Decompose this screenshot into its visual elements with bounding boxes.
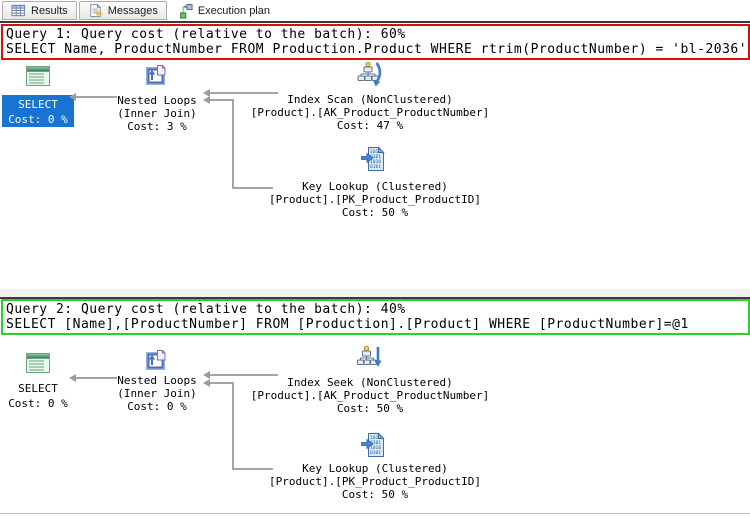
tabbar-divider xyxy=(0,21,750,23)
query2-header-box[interactable]: Query 2: Query cost (relative to the bat… xyxy=(1,299,750,335)
tab-bar: Results Messages xyxy=(0,0,750,21)
svg-text:1010: 1010 xyxy=(370,435,381,441)
svg-text:0101: 0101 xyxy=(370,450,381,456)
nested-loops-node[interactable]: Nested Loops (Inner Join) Cost: 0 % xyxy=(92,374,222,413)
node-object: [Product].[AK_Product_ProductNumber] xyxy=(250,106,490,119)
query1-header-box[interactable]: Query 1: Query cost (relative to the bat… xyxy=(1,24,750,60)
select-node-label[interactable]: SELECT Cost: 0 % xyxy=(2,381,74,411)
result-set-icon[interactable] xyxy=(24,62,52,90)
arrowhead xyxy=(203,96,210,104)
tab-execution-plan[interactable]: Execution plan xyxy=(168,1,279,20)
select-node-label-selected[interactable]: SELECT Cost: 0 % xyxy=(2,95,74,127)
query1-sql-line: SELECT Name, ProductNumber FROM Producti… xyxy=(6,42,748,57)
index-seek-node[interactable]: Index Seek (NonClustered) [Product].[AK_… xyxy=(245,376,495,415)
node-object: [Product].[PK_Product_ProductID] xyxy=(269,193,481,206)
node-cost: Cost: 3 % xyxy=(127,120,187,133)
section-divider-line xyxy=(0,297,750,299)
svg-text:1010: 1010 xyxy=(370,159,381,165)
key-lookup-node[interactable]: Key Lookup (Clustered) [Product].[PK_Pro… xyxy=(250,180,500,219)
nested-loops-node[interactable]: Nested Loops (Inner Join) Cost: 3 % xyxy=(92,94,222,133)
node-cost: Cost: 47 % xyxy=(336,119,404,132)
tab-messages[interactable]: Messages xyxy=(78,1,167,20)
execution-plan-icon xyxy=(178,3,193,19)
svg-text:0101: 0101 xyxy=(370,154,381,160)
svg-text:0101: 0101 xyxy=(370,440,381,446)
pane-bottom-border xyxy=(0,513,750,514)
connector-line xyxy=(210,374,278,376)
node-name: Key Lookup (Clustered) xyxy=(302,462,448,475)
connector-line xyxy=(210,382,234,384)
node-cost: Cost: 0 % xyxy=(127,400,187,413)
node-object: [Product].[PK_Product_ProductID] xyxy=(269,475,481,488)
index-scan-node[interactable]: Index Scan (NonClustered) [Product].[AK_… xyxy=(245,93,495,132)
node-object: [Product].[AK_Product_ProductNumber] xyxy=(250,389,490,402)
tab-label: Execution plan xyxy=(197,4,270,17)
node-detail: (Inner Join) xyxy=(117,387,197,400)
svg-text:0101: 0101 xyxy=(370,164,381,170)
node-name: Nested Loops xyxy=(117,374,197,387)
connector-line xyxy=(232,99,234,189)
nested-loops-icon[interactable] xyxy=(142,61,170,89)
connector-line xyxy=(232,468,273,470)
index-seek-icon[interactable] xyxy=(356,344,384,372)
key-lookup-node[interactable]: Key Lookup (Clustered) [Product].[PK_Pro… xyxy=(250,462,500,501)
node-name: SELECT xyxy=(18,98,58,111)
node-name: Key Lookup (Clustered) xyxy=(302,180,448,193)
node-name: SELECT xyxy=(18,382,58,395)
arrowhead xyxy=(203,371,210,379)
connector-line xyxy=(232,382,234,470)
query2-cost-line: Query 2: Query cost (relative to the bat… xyxy=(6,302,406,317)
index-scan-icon[interactable] xyxy=(356,61,384,89)
node-cost: Cost: 0 % xyxy=(8,397,68,410)
arrowhead xyxy=(203,379,210,387)
tab-label: Results xyxy=(31,4,68,17)
node-cost: Cost: 50 % xyxy=(341,488,409,501)
node-name: Index Seek (NonClustered) xyxy=(287,376,453,389)
tab-label: Messages xyxy=(107,4,158,17)
result-set-icon[interactable] xyxy=(24,349,52,377)
connector-line xyxy=(76,377,117,379)
tab-results[interactable]: Results xyxy=(2,1,77,20)
connector-line xyxy=(76,96,117,98)
node-name: Nested Loops xyxy=(117,94,197,107)
results-grid-icon xyxy=(11,3,26,18)
arrowhead xyxy=(69,93,76,101)
query2-sql-line: SELECT [Name],[ProductNumber] FROM [Prod… xyxy=(6,317,689,332)
connector-line xyxy=(210,92,278,94)
arrowhead xyxy=(69,374,76,382)
node-cost: Cost: 50 % xyxy=(336,402,404,415)
node-cost: Cost: 50 % xyxy=(341,206,409,219)
nested-loops-icon[interactable] xyxy=(142,346,170,374)
arrowhead xyxy=(203,89,210,97)
svg-text:1010: 1010 xyxy=(370,149,381,155)
query1-cost-line: Query 1: Query cost (relative to the bat… xyxy=(6,27,406,42)
connector-line xyxy=(232,187,273,189)
section-divider xyxy=(0,289,750,297)
node-detail: (Inner Join) xyxy=(117,107,197,120)
node-cost: Cost: 0 % xyxy=(8,113,68,126)
connector-line xyxy=(210,99,234,101)
svg-text:1010: 1010 xyxy=(370,445,381,451)
node-name: Index Scan (NonClustered) xyxy=(287,93,453,106)
messages-icon xyxy=(88,3,103,18)
